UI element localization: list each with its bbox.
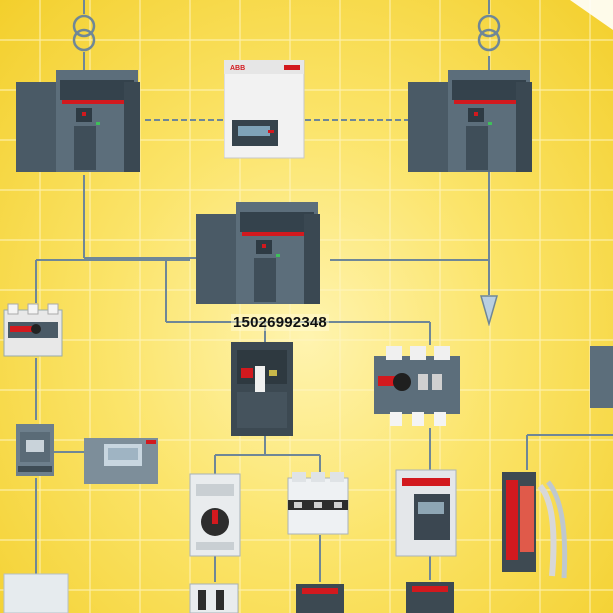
- switch-disconnector: [374, 346, 460, 426]
- ats-controller: ABB: [224, 60, 305, 159]
- air-circuit-breaker-right: [408, 70, 532, 172]
- fuse-rail-assembly: [502, 472, 568, 579]
- switch-fuse-unit: [3, 303, 63, 357]
- phone-number-label: 15026992348: [231, 314, 329, 331]
- device-bottom-2: [296, 584, 344, 613]
- enclosure-edge: [590, 346, 613, 408]
- energy-meter: [84, 438, 158, 484]
- soft-starter: [395, 469, 457, 557]
- air-circuit-breaker-left: [16, 70, 140, 172]
- contactor: [16, 424, 54, 476]
- transformer-icon: [72, 14, 96, 52]
- ats-brand-label: ABB: [230, 65, 245, 72]
- miniature-circuit-breaker: [287, 472, 349, 535]
- motor-protection-breaker: [189, 473, 241, 557]
- enclosure-box: [3, 573, 69, 613]
- transformer-icon: [477, 14, 501, 52]
- moulded-case-breaker: [231, 342, 293, 436]
- arrow-down-icon: [480, 295, 498, 326]
- air-circuit-breaker-center: [196, 202, 320, 304]
- device-bottom-1: [189, 583, 239, 613]
- device-bottom-3: [406, 582, 454, 613]
